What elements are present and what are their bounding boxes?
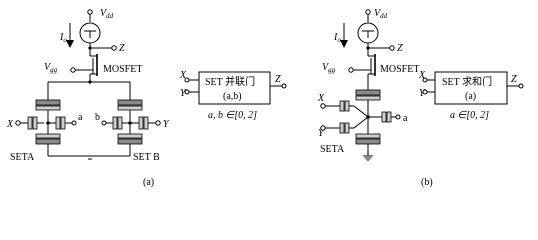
y-input-terminal-a xyxy=(155,120,161,126)
block-params-b: (a) xyxy=(465,91,476,102)
panel-b-circuit: Vdd Io Z MOSFET Vgg X xyxy=(317,8,433,188)
y-input-label-a: Y xyxy=(163,119,170,130)
vdd-terminal-a xyxy=(87,9,93,15)
block-range-a: a, b ∈[0, 2] xyxy=(208,110,257,121)
block-y-label-b: Y xyxy=(419,88,426,99)
setb-label-a: SET B xyxy=(133,152,160,163)
z-terminal-a xyxy=(111,45,117,51)
mosfet-label-b: MOSFET xyxy=(380,64,419,75)
y-input-label-b: Y xyxy=(318,128,325,139)
z-label-a: Z xyxy=(119,43,125,54)
set-sum-gate-block: X Y SET 求和门 (a) Z a ∈[0, 2] xyxy=(418,70,524,121)
block-title-a: SET 并联门 xyxy=(205,75,255,88)
block-x-label-a: X xyxy=(179,70,187,81)
io-label-b: Io xyxy=(333,32,341,44)
vgg-label-a: Vgg xyxy=(44,62,58,74)
block-y-label-a: Y xyxy=(180,88,187,99)
mosfet-label-a: MOSFET xyxy=(103,64,142,75)
set-source-junction-b xyxy=(355,138,381,145)
setb-drain-junction-a xyxy=(117,99,143,106)
vdd-label-b: Vdd xyxy=(374,8,388,20)
a-terminal-a xyxy=(71,120,77,126)
z-label-b: Z xyxy=(397,43,403,54)
seta-drain-junction-a xyxy=(35,99,61,106)
caption-b: (b) xyxy=(421,177,433,188)
vgg-label-b: Vgg xyxy=(322,62,336,74)
block-z-label-a: Z xyxy=(275,74,281,85)
block-box-b xyxy=(434,71,508,105)
x-input-terminal-a xyxy=(15,120,21,126)
vdd-label-a: Vdd xyxy=(100,8,114,20)
vgg-terminal-a xyxy=(70,67,76,73)
panel-a-circuit: Vdd Io Z MOSFET Vgg xyxy=(6,8,170,188)
y-input-terminal-b xyxy=(320,125,326,131)
setb-source-junction-a xyxy=(117,138,143,145)
circuit-figure: Vdd Io Z MOSFET Vgg xyxy=(6,8,524,188)
a-terminal-b xyxy=(395,114,401,120)
caption-a: (a) xyxy=(143,177,154,188)
x-input-label-a: X xyxy=(6,119,14,130)
a-label-b: a xyxy=(403,113,408,124)
block-params-a: (a,b) xyxy=(223,91,242,102)
block-box-a xyxy=(198,71,271,105)
seta-label-b: SETA xyxy=(320,144,345,155)
a-label-a: a xyxy=(78,112,83,123)
set-parallel-gate-block: X Y SET 并联门 (a,b) Z a, b ∈[0, 2] xyxy=(179,70,287,121)
z-terminal-b xyxy=(389,45,395,51)
block-range-b: a ∈[0, 2] xyxy=(450,110,489,121)
b-label-a: b xyxy=(95,112,100,123)
io-label-a: Io xyxy=(59,32,67,44)
seta-label-a: SETA xyxy=(10,152,35,163)
vgg-terminal-b xyxy=(348,67,354,73)
block-x-label-b: X xyxy=(418,70,426,81)
block-title-b: SET 求和门 xyxy=(442,75,492,88)
b-terminal-a xyxy=(101,120,107,126)
x-input-terminal-b xyxy=(320,103,326,109)
x-input-label-b: X xyxy=(317,93,325,104)
block-z-label-b: Z xyxy=(511,74,517,85)
vdd-terminal-b xyxy=(365,9,371,15)
seta-source-junction-a xyxy=(35,138,61,145)
set-drain-junction-b xyxy=(355,89,381,96)
